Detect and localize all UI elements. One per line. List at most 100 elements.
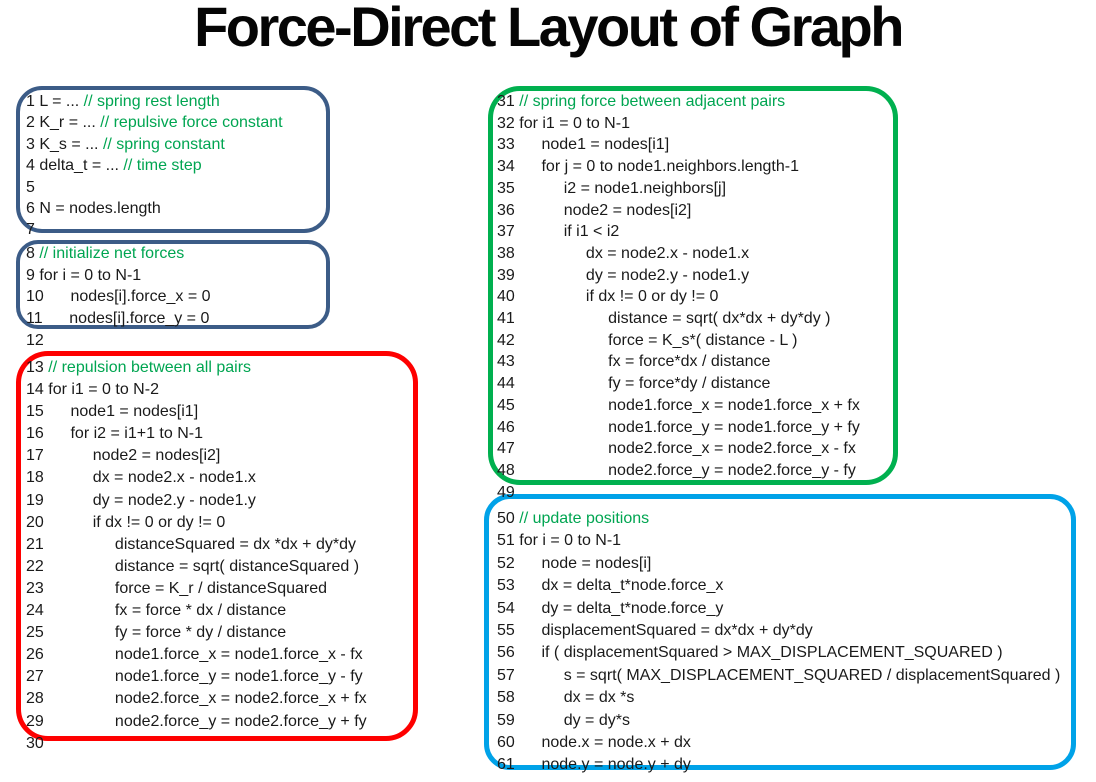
code-comment: // time step (123, 157, 202, 175)
code-text: 34 for j = 0 to node1.neighbors.length-1 (497, 158, 799, 176)
code-text: 48 node2.force_y = node2.force_y - fy (497, 461, 856, 479)
code-line-23: 23 force = K_r / distanceSquared (26, 578, 367, 600)
code-line-51: 51 for i = 0 to N-1 (497, 530, 1060, 552)
code-line-47: 47 node2.force_x = node2.force_x - fx (497, 438, 860, 460)
code-text: 3 K_s = ... (26, 135, 103, 153)
code-text: 24 fx = force * dx / distance (26, 602, 287, 620)
code-line-24: 24 fx = force * dx / distance (26, 600, 367, 622)
code-text: 60 node.x = node.x + dx (497, 734, 691, 752)
code-text: 43 fx = force*dx / distance (497, 353, 771, 371)
code-text: 41 distance = sqrt( dx*dx + dy*dy ) (497, 310, 831, 328)
code-text: 51 for i = 0 to N-1 (497, 532, 622, 550)
code-line-15: 15 node1 = nodes[i1] (26, 401, 367, 423)
code-text: 2 K_r = ... (26, 114, 101, 132)
code-line-42: 42 force = K_s*( distance - L ) (497, 330, 860, 352)
code-line-58: 58 dx = dx *s (497, 687, 1060, 709)
code-text: 11 nodes[i].force_y = 0 (26, 310, 210, 328)
code-text: 39 dy = node2.y - node1.y (497, 266, 750, 284)
code-line-29: 29 node2.force_y = node2.force_y + fy (26, 711, 367, 733)
code-line-2: 2 K_r = ... // repulsive force constant (26, 112, 283, 133)
code-text: 16 for i2 = i1+1 to N-1 (26, 425, 203, 443)
code-line-8: 8 // initialize net forces (26, 243, 211, 265)
code-text: 6 N = nodes.length (26, 200, 161, 218)
code-text: 42 force = K_s*( distance - L ) (497, 331, 798, 349)
code-line-43: 43 fx = force*dx / distance (497, 351, 860, 373)
init-forces-box-outline (16, 240, 330, 329)
code-line-32: 32 for i1 = 0 to N-1 (497, 113, 860, 135)
code-text: 14 for i1 = 0 to N-2 (26, 381, 159, 399)
repulsion-box-outline (16, 351, 418, 741)
code-line-19: 19 dy = node2.y - node1.y (26, 490, 367, 512)
code-line-45: 45 node1.force_x = node1.force_x + fx (497, 395, 860, 417)
code-line-16: 16 for i2 = i1+1 to N-1 (26, 423, 367, 445)
code-text: 45 node1.force_x = node1.force_x + fx (497, 396, 860, 414)
code-line-41: 41 distance = sqrt( dx*dx + dy*dy ) (497, 308, 860, 330)
code-block-update-positions: 50 // update positions 51 for i = 0 to N-… (497, 508, 1060, 777)
code-text: 18 dx = node2.x - node1.x (26, 469, 256, 487)
code-text: 53 dx = delta_t*node.force_x (497, 577, 724, 595)
code-text: 1 L = ... (26, 93, 84, 110)
code-text: 9 for i = 0 to N-1 (26, 266, 142, 284)
code-line-10: 10 nodes[i].force_x = 0 (26, 286, 211, 308)
code-line-52: 52 node = nodes[i] (497, 553, 1060, 575)
code-text: 25 fy = force * dy / distance (26, 624, 287, 642)
spring-force-box-outline (488, 86, 898, 485)
code-line-57: 57 s = sqrt( MAX_DISPLACEMENT_SQUARED / … (497, 665, 1060, 687)
code-line-4: 4 delta_t = ... // time step (26, 155, 283, 176)
code-text: 19 dy = node2.y - node1.y (26, 491, 256, 509)
code-line-40: 40 if dx != 0 or dy != 0 (497, 286, 860, 308)
code-text: 12 (26, 331, 49, 349)
code-text: 38 dx = node2.x - node1.x (497, 244, 750, 262)
code-line-12: 12 (26, 330, 211, 352)
code-text: 55 displacementSquared = dx*dx + dy*dy (497, 622, 813, 640)
code-line-18: 18 dx = node2.x - node1.x (26, 467, 367, 489)
code-line-25: 25 fy = force * dy / distance (26, 622, 367, 644)
code-comment: // spring rest length (83, 93, 220, 110)
code-line-48: 48 node2.force_y = node2.force_y - fy (497, 460, 860, 482)
code-line-17: 17 node2 = nodes[i2] (26, 445, 367, 467)
constants-box-outline (16, 86, 330, 233)
code-line-11: 11 nodes[i].force_y = 0 (26, 308, 211, 330)
code-line-38: 38 dx = node2.x - node1.x (497, 243, 860, 265)
code-text: 29 node2.force_y = node2.force_y + fy (26, 712, 367, 730)
code-text: 15 node1 = nodes[i1] (26, 403, 199, 421)
code-line-37: 37 if i1 < i2 (497, 221, 860, 243)
code-line-22: 22 distance = sqrt( distanceSquared ) (26, 556, 367, 578)
code-block-constants: 1 L = ... // spring rest length 2 K_r = .… (26, 91, 283, 241)
code-text: 54 dy = delta_t*node.force_y (497, 599, 724, 617)
code-line-13: 13 // repulsion between all pairs (26, 357, 367, 379)
code-text: 21 distanceSquared = dx *dx + dy*dy (26, 535, 356, 553)
code-line-36: 36 node2 = nodes[i2] (497, 200, 860, 222)
code-comment: // update positions (519, 510, 650, 527)
code-line-59: 59 dy = dy*s (497, 710, 1060, 732)
code-text: 40 if dx != 0 or dy != 0 (497, 288, 719, 306)
code-text: 27 node1.force_y = node1.force_y - fy (26, 668, 363, 686)
code-text: 8 (26, 245, 40, 262)
code-line-7: 7 (26, 219, 283, 240)
code-line-3: 3 K_s = ... // spring constant (26, 134, 283, 155)
code-text: 46 node1.force_y = node1.force_y + fy (497, 418, 860, 436)
code-line-20: 20 if dx != 0 or dy != 0 (26, 512, 367, 534)
code-text: 61 node.y = node.y + dy (497, 756, 691, 774)
code-text: 13 (26, 359, 49, 376)
code-text: 56 if ( displacementSquared > MAX_DISPLA… (497, 644, 1003, 662)
code-text: 36 node2 = nodes[i2] (497, 201, 692, 219)
code-text: 31 (497, 93, 520, 110)
code-text: 30 (26, 734, 49, 752)
code-line-50: 50 // update positions (497, 508, 1060, 530)
code-line-39: 39 dy = node2.y - node1.y (497, 265, 860, 287)
code-line-55: 55 displacementSquared = dx*dx + dy*dy (497, 620, 1060, 642)
code-line-14: 14 for i1 = 0 to N-2 (26, 379, 367, 401)
code-line-21: 21 distanceSquared = dx *dx + dy*dy (26, 534, 367, 556)
code-line-28: 28 node2.force_x = node2.force_x + fx (26, 688, 367, 710)
code-text: 32 for i1 = 0 to N-1 (497, 114, 630, 132)
code-comment: // initialize net forces (39, 245, 185, 262)
code-text: 58 dx = dx *s (497, 689, 635, 707)
code-text: 33 node1 = nodes[i1] (497, 136, 670, 154)
code-text: 50 (497, 510, 520, 527)
code-text: 59 dy = dy*s (497, 711, 630, 729)
code-text: 20 if dx != 0 or dy != 0 (26, 513, 226, 531)
code-line-53: 53 dx = delta_t*node.force_x (497, 575, 1060, 597)
